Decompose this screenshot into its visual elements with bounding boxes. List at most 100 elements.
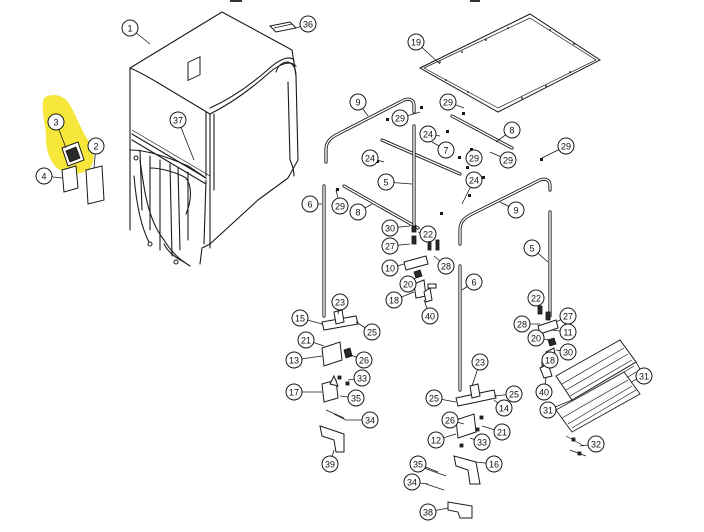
callout-30: 30 <box>559 343 577 361</box>
callout-circle <box>87 137 105 155</box>
callout-22: 22 <box>419 225 437 243</box>
callout-number: 29 <box>443 98 453 108</box>
callout-circle <box>285 383 303 401</box>
callout-number: 19 <box>411 38 421 48</box>
callout-number: 25 <box>429 394 439 404</box>
callout-28: 28 <box>437 257 455 275</box>
callout-21: 21 <box>493 423 511 441</box>
callout-20: 20 <box>399 275 417 293</box>
callout-number: 3 <box>53 118 58 128</box>
callout-40: 40 <box>421 307 439 325</box>
callout-circle <box>331 293 349 311</box>
part-2-panel <box>85 165 105 205</box>
callout-circle <box>391 109 409 127</box>
callout-number: 35 <box>351 394 361 404</box>
bracket-cluster-lower-left <box>319 309 359 453</box>
callout-number: 23 <box>475 358 485 368</box>
callout-number: 26 <box>445 416 455 426</box>
callout-number: 15 <box>295 314 305 324</box>
callout-14: 14 <box>495 399 513 417</box>
callout-number: 29 <box>561 142 571 152</box>
callout-6: 6 <box>301 195 319 213</box>
callout-number: 29 <box>503 156 513 166</box>
callout-circle <box>535 383 553 401</box>
callout-circle <box>437 257 455 275</box>
callout-number: 18 <box>389 296 399 306</box>
callout-9: 9 <box>507 201 525 219</box>
callout-30: 30 <box>381 219 399 237</box>
callout-circle <box>297 331 315 349</box>
callout-19: 19 <box>407 33 425 51</box>
callout-37: 37 <box>169 111 187 129</box>
callout-circle <box>635 367 653 385</box>
part-4-panel <box>61 165 79 193</box>
callout-number: 35 <box>413 460 423 470</box>
callout-5: 5 <box>523 239 541 257</box>
callout-number: 24 <box>469 176 479 186</box>
callout-circle <box>355 351 373 369</box>
callout-6: 6 <box>465 273 483 291</box>
callout-number: 5 <box>529 244 534 254</box>
callout-circle <box>437 141 455 159</box>
callout-number: 9 <box>355 98 360 108</box>
callout-31: 31 <box>635 367 653 385</box>
callout-number: 33 <box>477 438 487 448</box>
callout-circle <box>299 15 317 33</box>
callout-number: 16 <box>489 460 499 470</box>
callout-10: 10 <box>381 259 399 277</box>
callout-circle <box>503 121 521 139</box>
callout-number: 29 <box>469 154 479 164</box>
callout-circle <box>377 173 395 191</box>
callout-29: 29 <box>557 137 575 155</box>
callout-8: 8 <box>503 121 521 139</box>
callout-circle <box>507 201 525 219</box>
callout-22: 22 <box>527 289 545 307</box>
callout-3: 3 <box>47 113 65 131</box>
callout-number: 14 <box>499 404 509 414</box>
callout-33: 33 <box>473 433 491 451</box>
callout-20: 20 <box>527 329 545 347</box>
callout-number: 8 <box>509 126 514 136</box>
callout-number: 2 <box>93 142 98 152</box>
callout-13: 13 <box>285 351 303 369</box>
callout-31: 31 <box>539 401 557 419</box>
callout-circle <box>291 309 309 327</box>
callout-number: 27 <box>563 312 573 322</box>
callout-number: 27 <box>385 242 395 252</box>
part-19-roof-panel <box>418 13 601 113</box>
callout-28: 28 <box>513 315 531 333</box>
part-3-panel <box>61 141 85 167</box>
callout-number: 31 <box>543 406 553 416</box>
callout-circle <box>471 353 489 371</box>
callout-circle <box>353 369 371 387</box>
callout-circle <box>427 431 445 449</box>
callout-number: 8 <box>355 208 360 218</box>
callout-number: 32 <box>591 440 601 450</box>
callout-34: 34 <box>361 411 379 429</box>
callout-4: 4 <box>35 167 53 185</box>
callout-9: 9 <box>349 93 367 111</box>
callout-38: 38 <box>419 503 437 521</box>
callout-number: 30 <box>385 224 395 234</box>
part-31-strips <box>555 339 641 433</box>
part-36-strip <box>268 21 298 33</box>
callout-11: 11 <box>559 323 577 341</box>
callout-number: 17 <box>289 388 299 398</box>
callout-number: 21 <box>301 336 311 346</box>
callout-circle <box>321 455 339 473</box>
callout-number: 22 <box>531 294 541 304</box>
callout-27: 27 <box>559 307 577 325</box>
callout-5: 5 <box>377 173 395 191</box>
callout-number: 11 <box>563 328 572 338</box>
callout-26: 26 <box>355 351 373 369</box>
callout-number: 6 <box>471 278 476 288</box>
callout-number: 31 <box>639 372 649 382</box>
callout-18: 18 <box>385 291 403 309</box>
bracket-cluster-center <box>403 225 440 303</box>
callout-29: 29 <box>331 197 349 215</box>
callout-29: 29 <box>391 109 409 127</box>
callout-number: 23 <box>335 298 345 308</box>
callout-circle <box>587 435 605 453</box>
callout-circle <box>465 171 483 189</box>
callout-39: 39 <box>321 455 339 473</box>
